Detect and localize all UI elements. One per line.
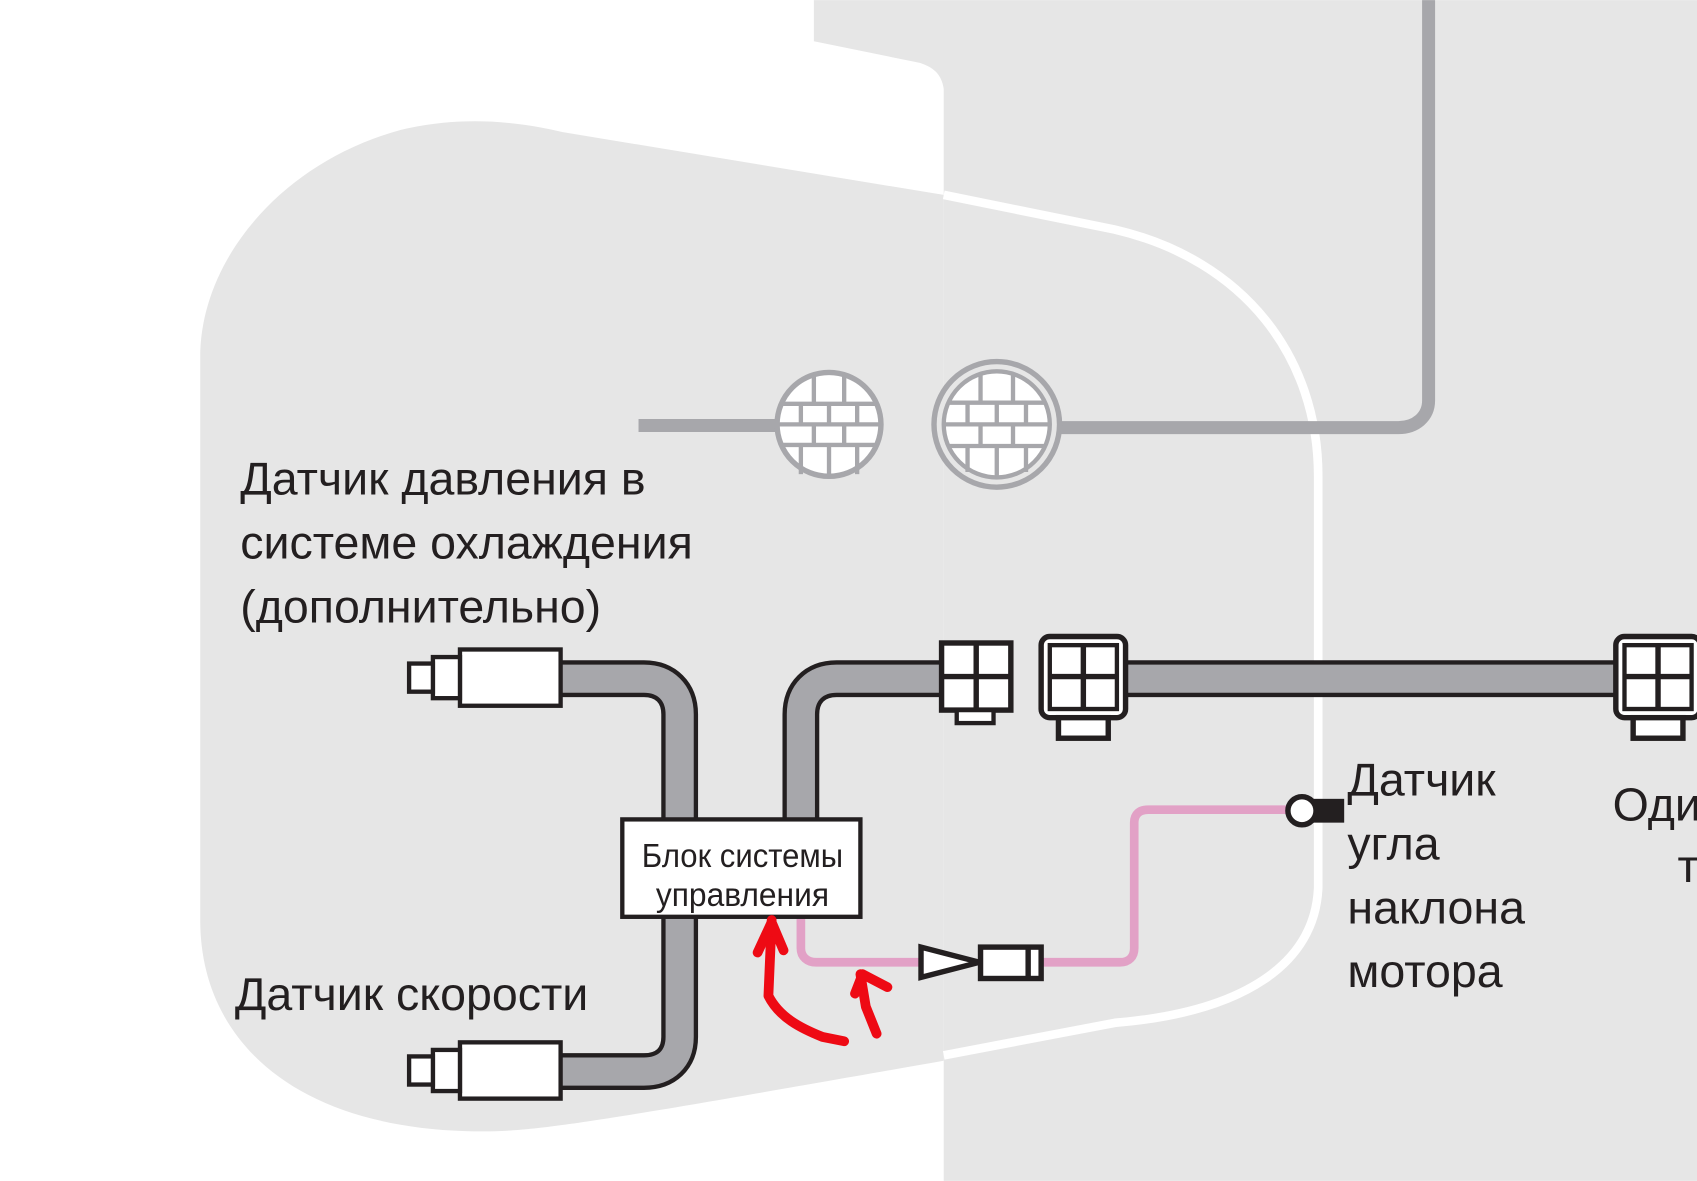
pressure-sensor-icon (406, 647, 563, 708)
cowl-outline (942, 190, 1323, 1060)
four-pin-connector-icon (938, 640, 1014, 726)
tilt-sensor-label-line1: Датчик (1347, 754, 1496, 806)
cable-harness (557, 660, 1621, 1090)
cut-off-label-line2: т (1678, 840, 1697, 892)
round-grille-icon (931, 358, 1063, 490)
tilt-sensor-label-line4: мотора (1347, 945, 1502, 997)
right-panel (813, 0, 1697, 1181)
tilt-sensor-label-line3: наклона (1347, 881, 1525, 933)
tilt-sensor-wire (796, 805, 1291, 967)
pressure-sensor-label-line2: системе охлаждения (240, 517, 693, 569)
pipe-right (1055, 0, 1436, 435)
speed-sensor-label: Датчик скорости (235, 968, 588, 1020)
round-grille-icon (774, 369, 884, 480)
speed-sensor-icon (406, 1040, 563, 1101)
tilt-sensor-label-line2: угла (1347, 817, 1439, 869)
control-unit-label-line1: Блок системы (642, 838, 843, 875)
control-unit-label-line2: управления (656, 877, 829, 914)
cut-off-label-line1: Оди (1613, 778, 1697, 830)
pressure-sensor-label-line1: Датчик давления в (240, 453, 645, 505)
four-pin-connector-icon (1038, 633, 1129, 741)
four-pin-connector-icon (1613, 633, 1697, 741)
hand-drawn-arrow-icon (752, 915, 893, 1047)
inline-plug-icon (918, 943, 1044, 982)
ring-terminal-icon (1285, 793, 1345, 828)
control-unit-box: Блок системы управления (620, 817, 863, 919)
pressure-sensor-label-line3: (дополнительно) (240, 580, 601, 632)
